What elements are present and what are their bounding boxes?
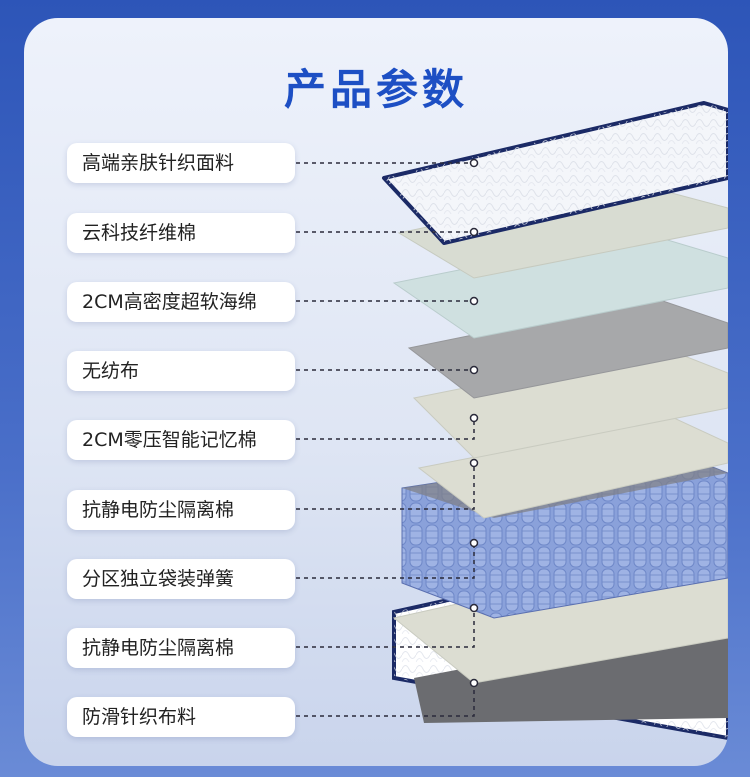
leader-dot (471, 298, 478, 305)
leader-dot (471, 367, 478, 374)
layer-label-9: 防滑针织布料 (67, 697, 295, 737)
layer-label-6: 抗静电防尘隔离棉 (67, 490, 295, 530)
product-params-card: 产品参数 (24, 18, 728, 766)
leader-dot (471, 540, 478, 547)
leader-dot (471, 160, 478, 167)
leader-dot (471, 460, 478, 467)
layer-label-7: 分区独立袋装弹簧 (67, 559, 295, 599)
layer-label-5: 2CM零压智能记忆棉 (67, 420, 295, 460)
leader-dot (471, 605, 478, 612)
layer-label-1: 高端亲肤针织面料 (67, 143, 295, 183)
leader-dot (471, 229, 478, 236)
layer-label-3: 2CM高密度超软海绵 (67, 282, 295, 322)
layer-label-8: 抗静电防尘隔离棉 (67, 628, 295, 668)
leader-dot (471, 415, 478, 422)
layer-label-2: 云科技纤维棉 (67, 213, 295, 253)
leader-dot (471, 680, 478, 687)
layer-label-4: 无纺布 (67, 351, 295, 391)
